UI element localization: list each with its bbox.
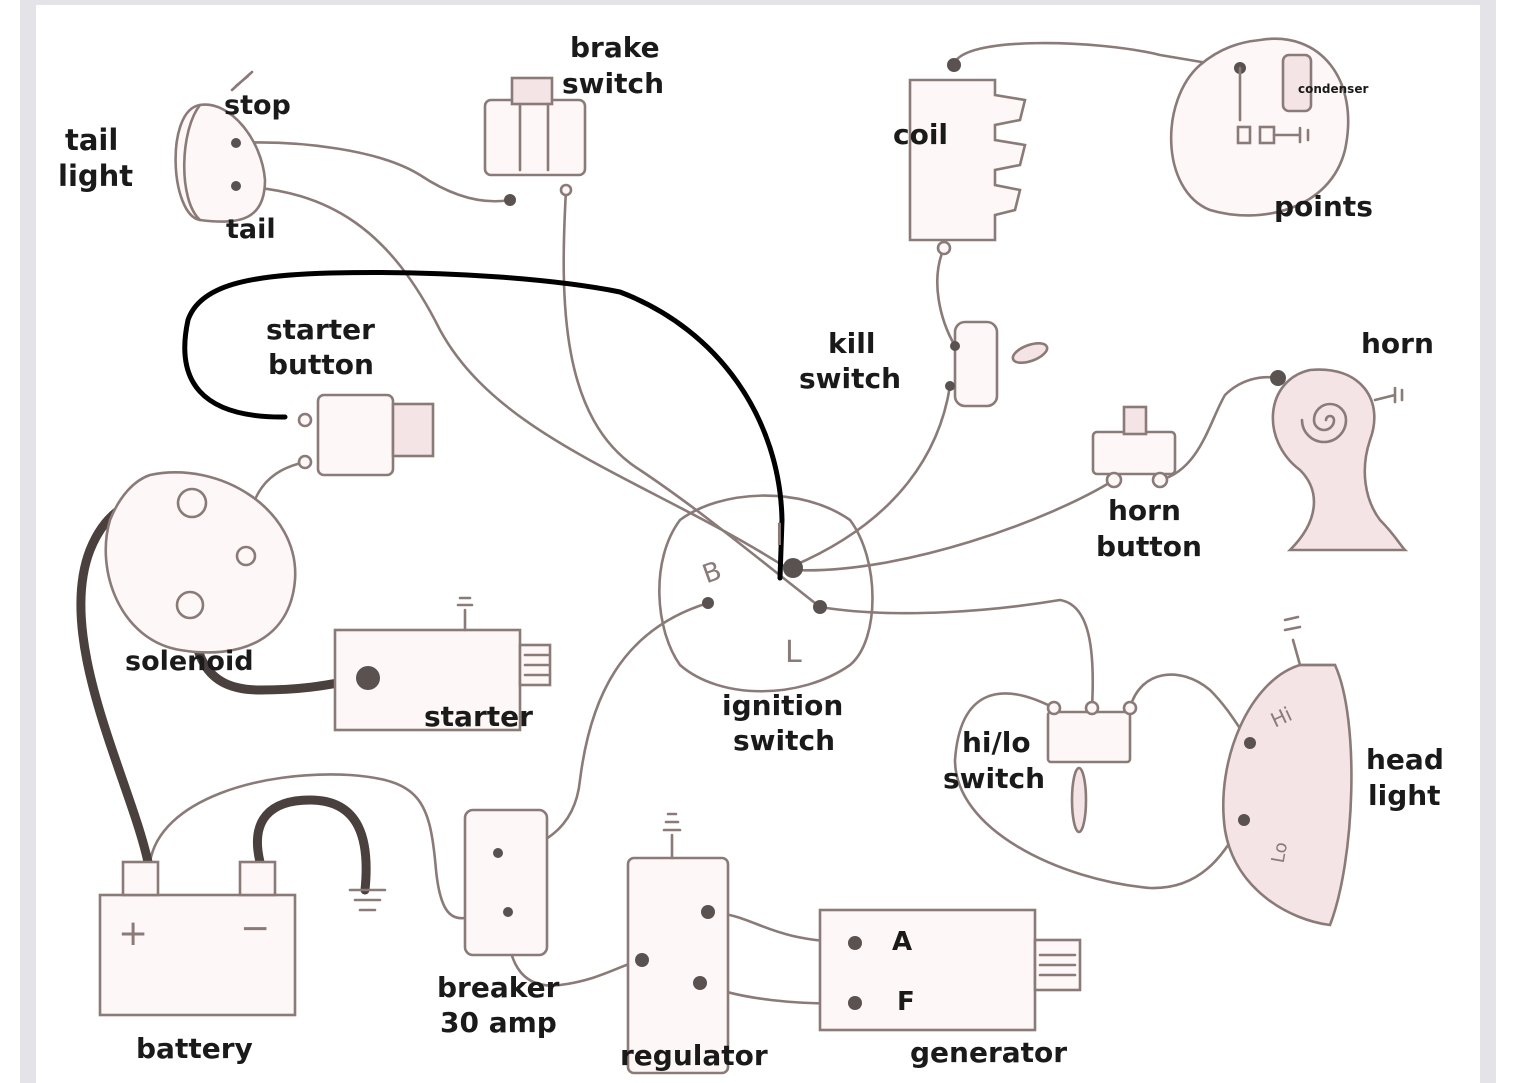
wire-ignition-to-horn-button	[791, 478, 1116, 572]
hi-lo-switch-label-2: switch	[943, 762, 1045, 795]
regulator-label: regulator	[620, 1039, 768, 1072]
wire-coil-to-kill	[936, 246, 957, 348]
frame-left-border	[20, 0, 36, 1083]
wire-stop-to-brake	[234, 141, 512, 203]
head-light-label-2: light	[1368, 779, 1441, 812]
ignition-switch-label-1: ignition	[722, 689, 843, 722]
breaker-label-2: 30 amp	[440, 1006, 557, 1039]
wire-ignition-switch-body	[658, 494, 874, 693]
wire-battery-to-breaker	[148, 773, 467, 920]
generator-terminal-f-label: F	[897, 987, 915, 1017]
horn-button-label-1: horn	[1108, 494, 1181, 527]
kill-switch-label-1: kill	[828, 327, 875, 360]
battery: + −	[98, 860, 387, 1017]
ignition-switch-label-2: switch	[733, 724, 835, 757]
terminal-i-label: I	[775, 518, 784, 553]
tail-light	[174, 70, 267, 223]
wire-hilo-to-hi	[1128, 673, 1252, 745]
wire-brake-to-ignition	[562, 188, 822, 609]
brake-switch-label-1: brake	[570, 31, 660, 64]
brake-switch-label-2: switch	[562, 67, 664, 100]
tail-light-stop-label: stop	[224, 90, 291, 121]
brake-switch	[483, 76, 587, 206]
head-light-label-1: head	[1366, 743, 1444, 776]
battery-minus-label: −	[240, 908, 270, 949]
frame-top-border	[20, 0, 1496, 5]
battery-plus-label: +	[118, 913, 148, 954]
horn	[1270, 368, 1409, 552]
starter-button	[297, 393, 435, 477]
battery-label: battery	[136, 1032, 253, 1065]
hi-lo-switch-label-1: hi/lo	[962, 726, 1031, 759]
wire-kill-to-ignition	[791, 384, 952, 568]
terminal-lo-label: Lo	[1268, 841, 1292, 865]
breaker-label-1: breaker	[437, 971, 560, 1004]
generator	[818, 908, 1082, 1032]
cable-battery-to-ground	[252, 795, 371, 895]
generator-terminal-a-label: A	[892, 927, 912, 957]
starter-button-label-2: button	[268, 348, 374, 381]
tail-light-label-1: tail	[65, 123, 118, 157]
wire-horn-button-to-horn	[1158, 375, 1280, 482]
wire-tail-to-ignition	[234, 184, 792, 572]
solenoid	[104, 471, 297, 654]
terminal-b-label: B	[699, 556, 726, 590]
labels: tail light stop tail brake switch coil c…	[58, 31, 1444, 1072]
tail-light-label-2: light	[58, 159, 133, 193]
hi-lo-switch	[1046, 700, 1138, 834]
kill-switch	[945, 320, 1049, 408]
points-label: points	[1274, 190, 1373, 223]
horn-button-label-2: button	[1096, 530, 1202, 563]
head-light: Hi Lo	[1222, 615, 1353, 927]
kill-switch-label-2: switch	[799, 362, 901, 395]
points	[1169, 37, 1350, 217]
solenoid-label: solenoid	[125, 646, 254, 677]
coil	[908, 58, 1027, 256]
terminal-l-label: L	[785, 635, 802, 670]
starter-label: starter	[424, 700, 533, 733]
starter-button-label-1: starter	[266, 313, 375, 346]
horn-label: horn	[1361, 327, 1434, 360]
wire-coil-to-points	[952, 41, 1242, 70]
generator-label: generator	[910, 1036, 1067, 1069]
tail-light-tail-label: tail	[226, 214, 276, 245]
added-wire-ignition-to-starter-button	[182, 269, 785, 581]
frame-right-border	[1480, 0, 1496, 1083]
breaker	[463, 808, 549, 957]
wire-hilo-loop-to-lo	[953, 692, 1246, 890]
wire-ignition-l-to-hilo	[818, 598, 1095, 710]
condenser-label: condenser	[1298, 82, 1368, 96]
ignition-switch: B I L	[699, 518, 827, 670]
regulator	[626, 812, 730, 1075]
horn-button	[1091, 405, 1177, 489]
coil-label: coil	[893, 118, 948, 151]
starter	[333, 596, 552, 732]
